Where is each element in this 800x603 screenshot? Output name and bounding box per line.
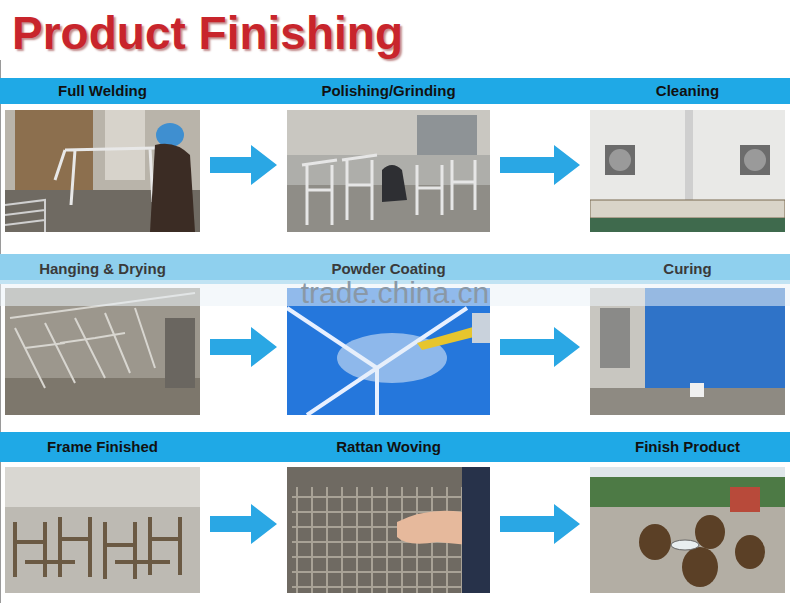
step-label: Cleaning (656, 82, 719, 99)
page-title: Product Finishing (12, 6, 403, 60)
watermark: trade.china.cn (301, 276, 489, 309)
curing-photo (590, 288, 785, 415)
step-header: Frame Finished (5, 432, 200, 462)
rattan-photo (287, 467, 490, 593)
step-box: Cleaning (590, 78, 785, 232)
step-label: Rattan Woving (336, 438, 441, 455)
finish-photo (590, 467, 785, 593)
page-rule (0, 60, 1, 603)
hanging-photo (5, 288, 200, 415)
flow-arrow (210, 145, 277, 185)
step-header: Cleaning (590, 78, 785, 104)
step-box: Hanging & Drying (5, 254, 200, 415)
step-label: Frame Finished (47, 438, 158, 455)
step-box: Full Welding (5, 78, 200, 232)
step-label: Hanging & Drying (39, 260, 166, 277)
step-label: Full Welding (58, 82, 147, 99)
flow-arrow (500, 504, 580, 544)
step-header: Full Welding (5, 78, 200, 104)
step-label: Powder Coating (331, 260, 445, 277)
frames-photo (5, 467, 200, 593)
step-label: Finish Product (635, 438, 740, 455)
watermark-strip: trade.china.cn (0, 280, 790, 306)
step-box: Curing (590, 254, 785, 415)
step-box: Frame Finished (5, 432, 200, 593)
step-header: Finish Product (590, 432, 785, 462)
step-box: Finish Product (590, 432, 785, 593)
step-header: Polishing/Grinding (287, 78, 490, 104)
flow-arrow (210, 327, 277, 367)
polishing-photo (287, 110, 490, 232)
step-header: Rattan Woving (287, 432, 490, 462)
flow-arrow (500, 327, 580, 367)
flow-arrow (210, 504, 277, 544)
step-box: Polishing/Grinding (287, 78, 490, 232)
step-box: Rattan Woving (287, 432, 490, 593)
title-text: Product Finishing (12, 7, 403, 59)
step-label: Curing (663, 260, 711, 277)
cleaning-photo (590, 110, 785, 232)
step-label: Polishing/Grinding (321, 82, 455, 99)
welding-photo (5, 110, 200, 232)
flow-arrow (500, 145, 580, 185)
